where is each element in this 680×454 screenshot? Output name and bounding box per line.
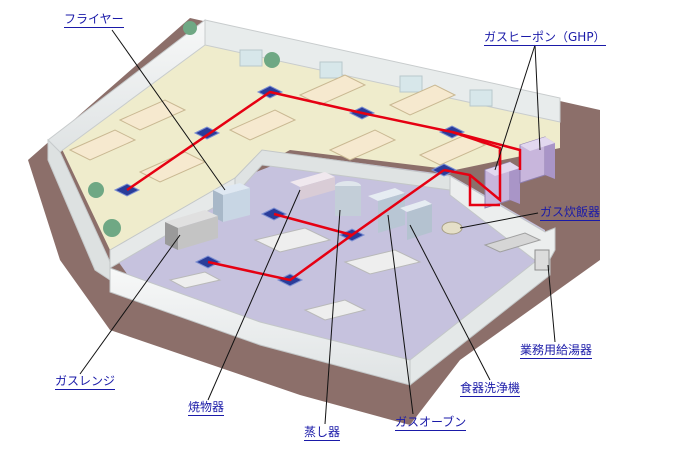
label-dishwasher[interactable]: 食器洗浄機 (460, 381, 521, 397)
label-gas-heat-pump[interactable]: ガスヒーポン（GHP） (484, 30, 606, 46)
appliances (165, 172, 550, 271)
dining-floor (60, 32, 560, 250)
label-fryer[interactable]: フライヤー (64, 12, 124, 28)
label-steamer[interactable]: 蒸し器 (304, 425, 341, 441)
dining-tables (68, 74, 487, 183)
gas-pipes (126, 90, 522, 282)
label-gas-rice-cooker[interactable]: ガス炊飯器 (540, 205, 601, 221)
plants (88, 21, 280, 237)
kitchen-tables (168, 227, 422, 321)
label-grill[interactable]: 焼物器 (188, 400, 225, 416)
kitchen-right-wall (409, 248, 551, 387)
label-commercial-water-heater[interactable]: 業務用給湯器 (520, 343, 593, 359)
label-gas-range[interactable]: ガスレンジ (55, 374, 116, 390)
leader-lines (79, 29, 556, 425)
label-gas-oven[interactable]: ガスオーブン (395, 415, 467, 431)
windows (239, 49, 493, 107)
ghp-units (484, 136, 555, 209)
right-annex-wall (449, 175, 556, 269)
